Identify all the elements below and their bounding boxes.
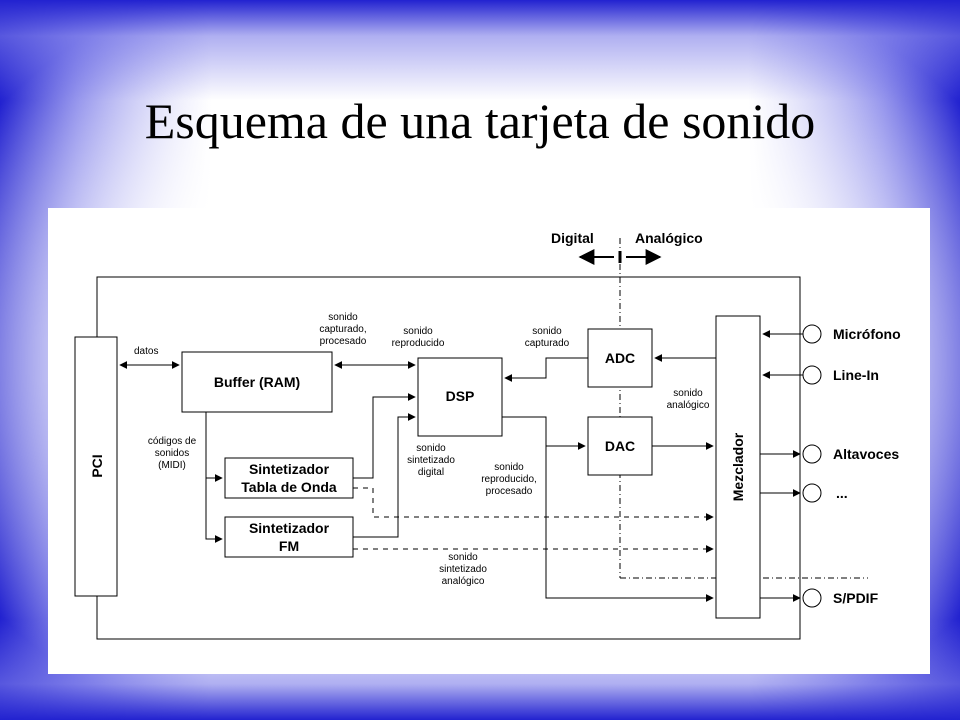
dac-label: DAC — [605, 438, 635, 454]
sint-ana-annotation-1: sonido — [448, 552, 478, 563]
rep-proc-annotation-1: sonido — [494, 462, 524, 473]
slide-title: Esquema de una tarjeta de sonido — [144, 93, 816, 149]
datos-annotation: datos — [134, 346, 158, 357]
capturado-annotation-2: capturado, — [319, 324, 366, 335]
capturado-annotation-3: procesado — [320, 336, 367, 347]
pci-block — [74, 336, 118, 597]
reproducido-annotation-1: sonido — [403, 326, 433, 337]
buffer-block — [181, 351, 333, 413]
rep-proc-annotation-2: reproducido, — [481, 474, 537, 485]
midi-to-fm-link — [205, 412, 223, 543]
sint-dig-annotation-3: digital — [418, 467, 444, 478]
capturado-annotation-1: sonido — [328, 312, 358, 323]
wavetable-to-dsp-link — [353, 393, 416, 479]
analog-header: Analógico — [635, 230, 703, 246]
adc-label: ADC — [605, 350, 635, 366]
diagram-panel: Digital Analógico PCI Buffer (RAM) DSP A… — [48, 208, 930, 674]
dsp-to-dac-link — [502, 416, 586, 450]
altavoces-port-icon — [802, 444, 822, 464]
dsp-block — [417, 357, 503, 437]
sint-dig-annotation-1: sonido — [416, 443, 446, 454]
dsp-label: DSP — [446, 388, 475, 404]
wavetable-analog-link — [353, 487, 714, 521]
mezclador-label: Mezclador — [730, 432, 746, 501]
synth-fm-label-1: Sintetizador — [249, 520, 330, 536]
synth-wavetable-label-1: Sintetizador — [249, 461, 330, 477]
microfono-port-icon — [802, 324, 822, 344]
altavoces-label: Altavoces — [833, 446, 899, 462]
spdif-port-icon — [802, 588, 822, 608]
dsp-to-mixer-digital-link — [545, 446, 714, 602]
synth-fm-block — [224, 516, 354, 558]
adc-to-dsp-link — [504, 357, 588, 382]
microfono-label: Micrófono — [833, 326, 901, 342]
fm-to-dsp-link — [353, 413, 416, 538]
adc-block — [587, 328, 653, 388]
codigos-annotation-3: (MIDI) — [158, 460, 186, 471]
codigos-annotation-1: códigos de — [148, 436, 197, 447]
adc-out-annotation-2: capturado — [525, 338, 570, 349]
analogico-annotation-2: analógico — [667, 400, 710, 411]
sint-ana-annotation-2: sintetizado — [439, 564, 487, 575]
dac-block — [587, 416, 653, 476]
buffer-label: Buffer (RAM) — [214, 374, 300, 390]
reproducido-annotation-2: reproducido — [392, 338, 445, 349]
more-port-icon — [802, 483, 822, 503]
adc-out-annotation-1: sonido — [532, 326, 562, 337]
sint-dig-annotation-2: sintetizado — [407, 455, 455, 466]
spdif-label: S/PDIF — [833, 590, 879, 606]
sint-ana-annotation-3: analógico — [442, 576, 485, 587]
sound-card-diagram: Digital Analógico PCI Buffer (RAM) DSP A… — [74, 230, 901, 640]
rep-proc-annotation-3: procesado — [486, 486, 533, 497]
analogico-annotation-1: sonido — [673, 388, 703, 399]
pci-label: PCI — [89, 454, 105, 477]
synth-wavetable-label-2: Tabla de Onda — [241, 479, 337, 495]
mezclador-block — [715, 315, 761, 619]
synth-fm-label-2: FM — [279, 538, 299, 554]
codigos-annotation-2: sonidos — [155, 448, 189, 459]
line-in-label: Line-In — [833, 367, 879, 383]
digital-header: Digital — [551, 230, 594, 246]
line-in-port-icon — [802, 365, 822, 385]
more-port-label: ... — [836, 485, 848, 501]
